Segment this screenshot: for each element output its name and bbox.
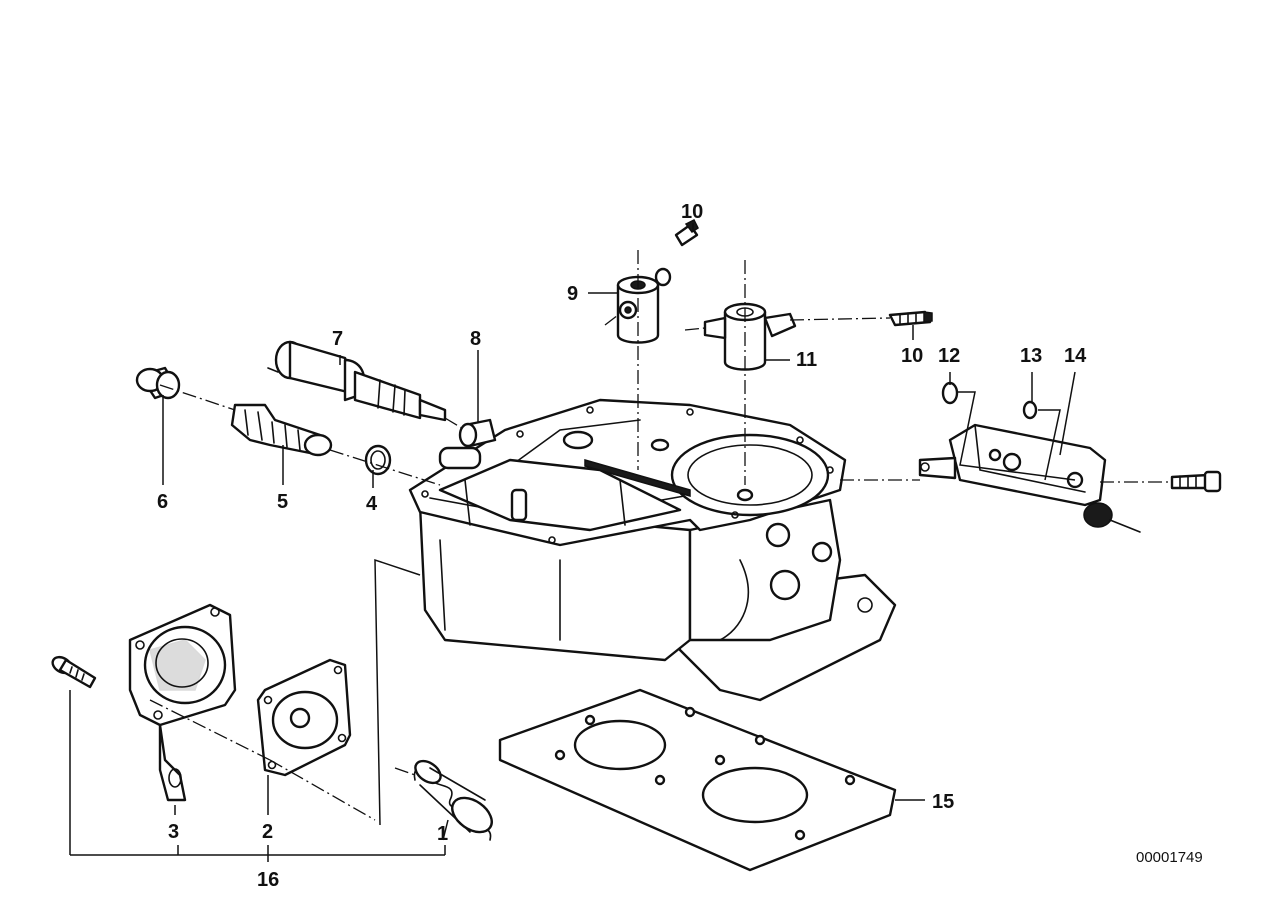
clip-13 xyxy=(1022,400,1038,420)
document-id: 00001749 xyxy=(1136,849,1203,866)
carburetor-housing xyxy=(408,398,897,702)
jet-carrier xyxy=(616,267,672,344)
gasket xyxy=(498,688,897,872)
screw-right xyxy=(1170,470,1222,493)
clip xyxy=(941,381,959,405)
needle-valve xyxy=(230,403,333,457)
callout-14: 14 xyxy=(1064,345,1087,367)
assembly-axes xyxy=(149,250,1172,826)
callout-3: 3 xyxy=(168,821,179,843)
diaphragm-cover xyxy=(128,603,237,802)
spring xyxy=(413,759,493,841)
callout-12: 12 xyxy=(938,345,960,367)
jet-right xyxy=(888,310,933,327)
callout-13: 13 xyxy=(1020,345,1042,367)
cap xyxy=(135,366,181,400)
callout-11: 11 xyxy=(796,349,817,371)
small-jet-top xyxy=(674,218,699,247)
callout-10-top: 10 xyxy=(681,201,703,223)
callout-1: 1 xyxy=(437,823,448,845)
callout-9: 9 xyxy=(567,283,578,305)
bushing xyxy=(458,418,497,448)
callout-16: 16 xyxy=(257,869,279,891)
callout-7: 7 xyxy=(332,328,343,350)
callout-2: 2 xyxy=(262,821,273,843)
leader-lines xyxy=(69,223,1076,862)
starter-cover xyxy=(918,423,1141,533)
solenoid-valve xyxy=(267,340,447,422)
callout-15: 15 xyxy=(932,791,954,813)
callout-8: 8 xyxy=(470,328,481,350)
o-ring xyxy=(364,444,392,476)
callout-6: 6 xyxy=(157,491,168,513)
callout-labels: 1 2 3 4 5 6 7 8 9 10 10 11 12 13 14 15 1… xyxy=(157,201,1203,891)
callout-4: 4 xyxy=(366,493,378,515)
callout-5: 5 xyxy=(277,491,288,513)
callout-10-right: 10 xyxy=(901,345,923,367)
cover-screw xyxy=(51,655,97,689)
diaphragm xyxy=(256,658,352,777)
